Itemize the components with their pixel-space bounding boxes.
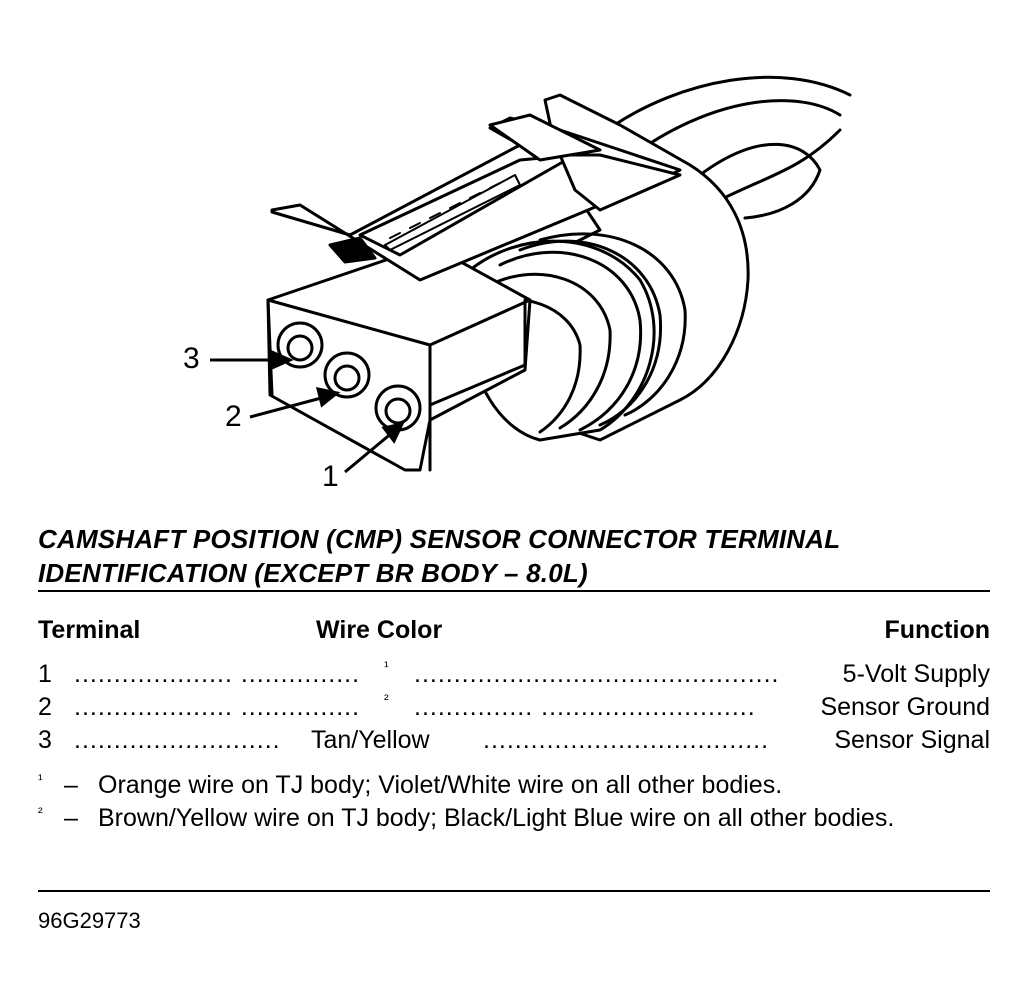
rib-1 [498,250,643,432]
callout-2: 2 [225,400,242,433]
row-wire-color: ¹ [384,658,389,674]
row-function: Sensor Ground [820,693,990,721]
wire-4 [718,128,842,202]
lock-slots [384,174,521,251]
row-function: 5-Volt Supply [842,660,990,688]
leader-dots: ............... ........................… [414,693,756,721]
row-terminal: 1 [38,660,52,688]
front-face-edge [266,298,274,397]
footnote-dash: – [64,804,78,832]
wire-2 [638,99,842,152]
footnote-dash: – [64,771,78,799]
bottom-rule [38,890,990,892]
leader-dots: .......................... [74,726,281,754]
wire-3 [698,142,822,220]
leader-3-head [270,349,294,371]
row-function: Sensor Signal [834,726,990,754]
rib-3 [538,232,687,417]
leader-dots: .................... ............... [74,660,361,688]
rib-4 [488,272,612,430]
terminal-cavity-3 [276,321,324,369]
front-side-edge [428,298,527,407]
rib-2 [518,239,663,427]
table-row: 1 .................... ............... ¹… [38,658,990,690]
footnote-text: Orange wire on TJ body; Violet/White wir… [98,771,783,799]
table-row: 3 .......................... Tan/Yellow … [38,724,990,756]
callout-3: 3 [183,342,200,375]
latch-arrow [558,153,682,212]
terminal-pin-3 [286,334,314,362]
figure-title: CAMSHAFT POSITION (CMP) SENSOR CONNECTOR… [38,522,998,590]
terminal-cavity-2 [323,351,371,399]
leader-1 [344,430,394,474]
top-rule [38,590,990,592]
table-row: 2 .................... ............... ²… [38,691,990,723]
footnote-2: ² – Brown/Yellow wire on TJ body; Black/… [38,802,990,868]
leader-dots: ........................................… [414,660,780,688]
header-wire-color: Wire Color [316,616,443,644]
wire-1 [608,75,852,130]
figure-code: 96G29773 [38,908,141,933]
header-terminal: Terminal [38,616,141,644]
title-line-2: IDENTIFICATION (EXCEPT BR BODY – 8.0L) [38,558,588,588]
row-wire-color: Tan/Yellow [311,726,430,754]
row-wire-color: ² [384,691,389,707]
row-terminal: 3 [38,726,52,754]
latch-shadow [328,236,377,264]
leader-2-head [315,387,341,408]
title-line-1: CAMSHAFT POSITION (CMP) SENSOR CONNECTOR… [38,524,841,554]
callout-1: 1 [322,460,339,493]
connector-illustration [210,75,852,474]
header-function: Function [884,616,990,644]
footnote-mark: ² [38,804,43,820]
latch-arrow-2 [488,113,602,162]
footnote-text: Brown/Yellow wire on TJ body; Black/Ligh… [98,804,895,832]
terminal-pin-2 [333,364,361,392]
leader-2 [249,395,326,419]
footnote-mark: ¹ [38,771,43,787]
terminal-pin-1 [384,397,412,425]
row-terminal: 2 [38,693,52,721]
leader-dots: .................................... [483,726,770,754]
leader-1-head [381,421,405,444]
leader-dots: .................... ............... [74,693,361,721]
footnote-1: ¹ – Orange wire on TJ body; Violet/White… [38,769,990,802]
